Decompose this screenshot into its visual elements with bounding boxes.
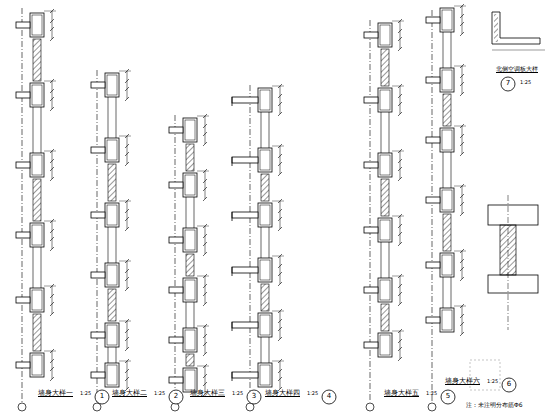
callout-circle: [169, 390, 183, 404]
ac-board-detail: [492, 12, 545, 50]
detail-title: 墙身大样五: [384, 390, 419, 398]
detail-title: 墙身大样四: [265, 390, 300, 398]
detail-title: 墙身大样三: [190, 390, 225, 398]
scale-text: 1:25: [80, 391, 91, 397]
wall-section: [364, 19, 404, 411]
detail-title: 墙身大样二: [112, 390, 147, 398]
callout-number: 5: [446, 393, 450, 401]
note-text: 注：未注明分布筋Φ6: [466, 402, 523, 409]
wall-detail: [470, 195, 538, 390]
wall-section: [232, 84, 284, 411]
wall-section: [91, 69, 131, 411]
scale-text: 1:25: [307, 391, 318, 397]
scale-text: 1:25: [426, 391, 437, 397]
callout-number: 3: [252, 393, 256, 401]
scale-text: 1:25: [520, 80, 531, 86]
callout-circle: [501, 77, 515, 91]
scale-text: 1:25: [487, 379, 498, 385]
callout-number: 4: [327, 393, 331, 401]
wall-section: [169, 114, 209, 411]
callout-number: 2: [174, 393, 178, 401]
callout-circle: [95, 390, 109, 404]
callout-number: 6: [507, 381, 511, 389]
scale-text: 1:25: [232, 391, 243, 397]
detail-title: 墙身大样一: [38, 390, 73, 398]
wall-section: [426, 4, 466, 411]
wall-section: [16, 8, 56, 411]
callout-circle: [322, 390, 336, 404]
callout-number: 7: [506, 80, 510, 88]
callout-number: 1: [100, 393, 104, 401]
scale-text: 1:25: [154, 391, 165, 397]
callout-circle: [247, 390, 261, 404]
callout-circle: [441, 390, 455, 404]
callout-circle: [502, 378, 516, 392]
detail-title: 墙身大样六: [445, 378, 480, 386]
detail-title: 北侧空调板大样: [496, 66, 538, 73]
